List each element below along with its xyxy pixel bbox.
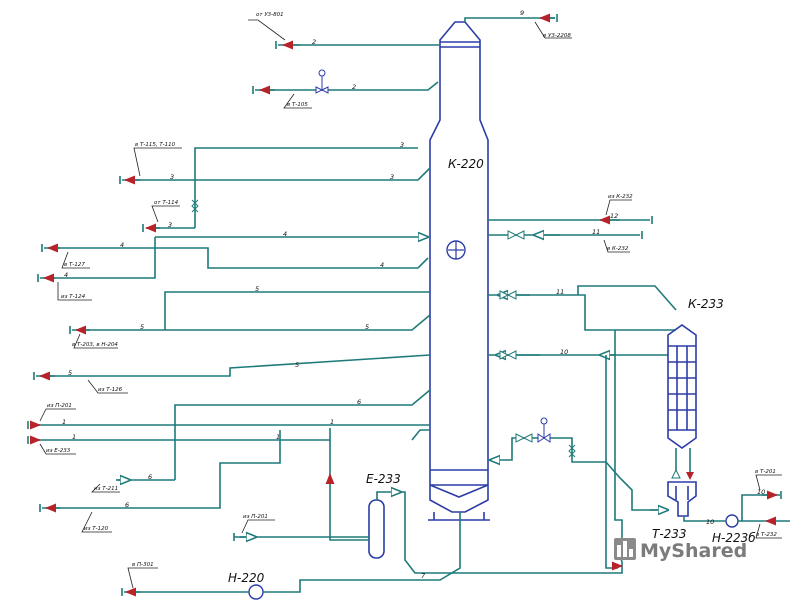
stream-number-4b: 4 bbox=[380, 261, 384, 269]
label-from-t114: от Т-114 bbox=[154, 200, 179, 206]
label-from-e233: из Е-233 bbox=[46, 448, 71, 454]
stream-number-3c: 3 bbox=[170, 173, 174, 181]
stream-number-1c: 1 bbox=[72, 433, 76, 441]
label-to-t127: в Т-127 bbox=[64, 262, 85, 268]
stream-number-4c: 4 bbox=[120, 241, 124, 249]
watermark-text: MyShared bbox=[640, 540, 747, 562]
column-k220-label: К-220 bbox=[448, 157, 484, 171]
label-from-p201: из П-201 bbox=[47, 403, 72, 409]
exchanger-t233-label: Т-233 bbox=[652, 527, 687, 541]
stream-2-upper: 2 от У3-801 bbox=[248, 12, 440, 50]
column-k220: К-220 bbox=[428, 21, 490, 521]
stream-number-1b: 1 bbox=[330, 418, 334, 426]
stream-number-3d: 3 bbox=[168, 221, 172, 229]
stream-number-4a: 4 bbox=[283, 230, 287, 238]
stream-number-2b: 2 bbox=[352, 83, 356, 91]
vessel-e233: Е-233 из П-201 bbox=[233, 440, 560, 574]
vessel-e233-label: Е-233 bbox=[366, 472, 401, 486]
stream-number-5c: 5 bbox=[140, 323, 144, 331]
control-valve-lower bbox=[537, 417, 551, 443]
stream-number-1d: 1 bbox=[276, 433, 280, 441]
stream-number-5e: 5 bbox=[68, 369, 72, 377]
stream-number-10c: 10 bbox=[757, 488, 765, 496]
stream-number-1a: 1 bbox=[62, 418, 66, 426]
stream-number-6a: 6 bbox=[357, 398, 361, 406]
instrument-symbol bbox=[446, 240, 466, 260]
pump-n220: 7 Н-220 в П-301 bbox=[121, 512, 461, 600]
pump-n223b: 10 Н-223б 10 в Т-201 в Т-232 bbox=[683, 469, 790, 545]
stream-overhead: 9 в У3-2208 bbox=[464, 9, 572, 39]
stream-11: 11 bbox=[488, 285, 677, 331]
label-lower-right-to: в Т-201 bbox=[755, 469, 776, 475]
control-valve bbox=[315, 69, 329, 94]
label-from-p201b: из П-201 bbox=[243, 514, 268, 520]
stream-number-3b: 3 bbox=[390, 173, 394, 181]
stream-6: 6 6 6 из Т-211 из Т-120 bbox=[39, 389, 431, 533]
stream-3: 3 3 3 в Т-115, Т-110 3 от Т-114 bbox=[119, 141, 431, 233]
stream-number-3a: 3 bbox=[400, 141, 404, 149]
stream-10: 10 bbox=[488, 348, 668, 359]
label-from-t211: из Т-211 bbox=[94, 486, 118, 492]
label-to-t105: в Т-105 bbox=[287, 102, 308, 108]
label-to-p301: в П-301 bbox=[132, 562, 154, 568]
pump-n220-label: Н-220 bbox=[228, 571, 265, 585]
label-from-t126: из Т-126 bbox=[98, 387, 123, 393]
label-top-right-to: в У3-2208 bbox=[543, 33, 571, 39]
watermark: MyShared bbox=[614, 538, 747, 562]
label-right-from-232: из К-232 bbox=[608, 194, 633, 200]
exchanger-t233: Т-233 bbox=[488, 330, 697, 574]
stream-number-11b: 11 bbox=[556, 288, 564, 296]
label-lower-right-from: в Т-232 bbox=[756, 532, 777, 538]
stream-number-6c: 6 bbox=[125, 501, 129, 509]
label-to-t203-n204: в Т-203, в Н-204 bbox=[72, 342, 118, 348]
stream-number-5a: 5 bbox=[255, 285, 259, 293]
stream-5: 5 5 5 в Т-203, в Н-204 5 5 из Т-126 bbox=[33, 285, 431, 394]
stream-number-11a: 11 bbox=[592, 228, 600, 236]
stream-number-9: 9 bbox=[520, 9, 524, 17]
column-k233: К-233 bbox=[667, 297, 724, 480]
stream-number-6b: 6 bbox=[148, 473, 152, 481]
stream-12: 12 11 из К-232 в К-232 bbox=[488, 194, 653, 253]
stream-number-4d: 4 bbox=[64, 271, 68, 279]
label-right-to-232: в К-232 bbox=[607, 246, 629, 252]
stream-number-5b: 5 bbox=[365, 323, 369, 331]
stream-1: 1 1 1 1 из П-201 из Е-233 bbox=[27, 403, 430, 455]
stream-2-lower: 2 в Т-105 bbox=[252, 69, 439, 109]
column-k233-label: К-233 bbox=[688, 297, 724, 311]
stream-number-2a: 2 bbox=[312, 38, 316, 46]
stream-number-10a: 10 bbox=[560, 348, 568, 356]
label-from-t124: из Т-124 bbox=[61, 294, 86, 300]
stream-number-5d: 5 bbox=[295, 361, 299, 369]
stream-number-10b: 10 bbox=[706, 518, 714, 526]
stream-number-7: 7 bbox=[421, 572, 426, 580]
label-to-t115-t110: в Т-115, Т-110 bbox=[135, 142, 176, 148]
pump-n223b-label: Н-223б bbox=[712, 531, 756, 545]
label-from-t120: из Т-120 bbox=[84, 526, 109, 532]
stream-4: 4 4 4 4 в Т-127 из Т-124 bbox=[37, 230, 428, 301]
label-top-left-from: от У3-801 bbox=[256, 12, 284, 18]
stream-number-12: 12 bbox=[610, 212, 618, 220]
